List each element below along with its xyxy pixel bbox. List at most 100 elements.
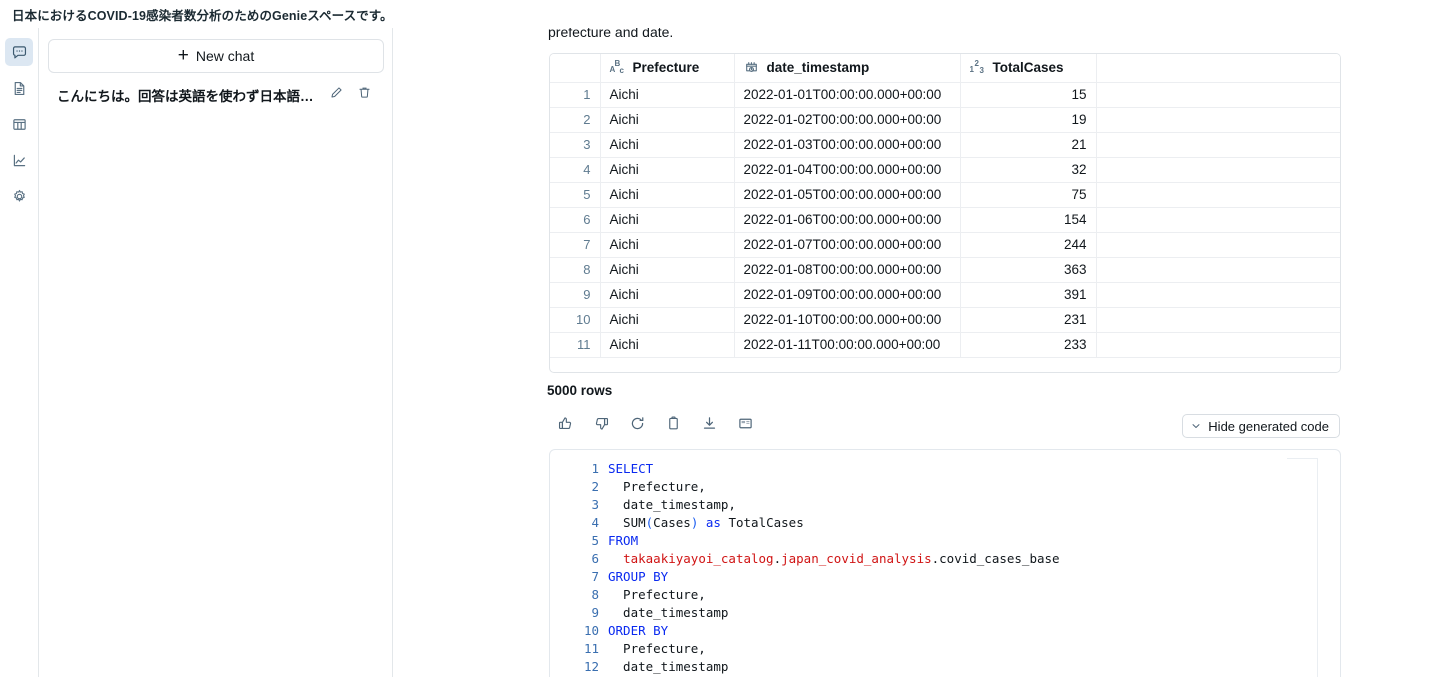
trash-icon (357, 85, 372, 105)
thumbs-up-button[interactable] (552, 413, 579, 439)
add-to-dashboard-button[interactable] (732, 413, 759, 439)
table-cell-idx: 2 (550, 107, 601, 133)
table-cell-ts: 2022-01-05T00:00:00.000+00:00 (734, 182, 961, 208)
answer-text: prefecture and date. (548, 28, 674, 40)
chart-icon (11, 152, 28, 169)
sidebar-item-chat[interactable] (5, 38, 33, 66)
code-line-number: 12 (583, 659, 599, 674)
sidebar-item-tables[interactable] (5, 110, 33, 138)
table-cell-filler (1096, 132, 1340, 158)
code-line-number: 9 (591, 605, 599, 620)
hide-generated-code-label: Hide generated code (1208, 418, 1329, 434)
plus-icon: + (177, 44, 189, 66)
table-cell-pref: Aichi (600, 182, 735, 208)
code-line-text: Prefecture, (608, 479, 706, 494)
sidebar-item-documents[interactable] (5, 74, 33, 102)
code-scrollbar[interactable] (1317, 458, 1318, 677)
table-icon (11, 116, 28, 133)
code-line-number: 5 (591, 533, 599, 548)
table-cell-ts: 2022-01-06T00:00:00.000+00:00 (734, 207, 961, 233)
delete-chat-button[interactable] (353, 84, 375, 106)
code-line: 6 takaakiyayoi_catalog.japan_covid_analy… (550, 550, 1312, 568)
table-cell-ts: 2022-01-04T00:00:00.000+00:00 (734, 157, 961, 183)
code-line: 9 date_timestamp (550, 604, 1312, 622)
retry-button[interactable] (624, 413, 651, 439)
code-line: 11 Prefecture, (550, 640, 1312, 658)
table-cell-pref: Aichi (600, 107, 735, 133)
new-chat-button[interactable]: + New chat (48, 39, 384, 73)
code-scroll-cap (1287, 458, 1318, 459)
download-icon (701, 415, 718, 437)
table-cell-ts: 2022-01-10T00:00:00.000+00:00 (734, 307, 961, 333)
code-line: 2 Prefecture, (550, 478, 1312, 496)
code-line-text: SELECT (608, 461, 654, 476)
thumbs-up-icon (557, 415, 574, 437)
table-cell-tot: 154 (960, 207, 1097, 233)
column-header-filler (1096, 54, 1340, 83)
code-line: 3 date_timestamp, (550, 496, 1312, 514)
column-header-date-timestamp[interactable]: date_timestamp (734, 54, 961, 83)
table-cell-idx: 6 (550, 207, 601, 233)
table-cell-pref: Aichi (600, 207, 735, 233)
table-cell-filler (1096, 207, 1340, 233)
code-line: 4 SUM(Cases) as TotalCases (550, 514, 1312, 532)
chevron-down-icon (1190, 420, 1202, 432)
code-line-text: Prefecture, (608, 641, 706, 656)
table-cell-idx: 3 (550, 132, 601, 158)
table-cell-idx: 7 (550, 232, 601, 258)
table-cell-idx: 4 (550, 157, 601, 183)
chat-item-label: こんにちは。回答は英語を使わず日本語で回... (57, 89, 319, 104)
thumbs-down-button[interactable] (588, 413, 615, 439)
table-cell-pref: Aichi (600, 232, 735, 258)
table-cell-idx: 5 (550, 182, 601, 208)
code-line-number: 8 (591, 587, 599, 602)
sidebar-item-charts[interactable] (5, 146, 33, 174)
code-line-number: 4 (591, 515, 599, 530)
chat-list-item[interactable]: こんにちは。回答は英語を使わず日本語で回... (48, 80, 384, 110)
table-cell-pref: Aichi (600, 157, 735, 183)
code-line-number: 2 (591, 479, 599, 494)
edit-chat-button[interactable] (325, 84, 347, 106)
table-cell-filler (1096, 157, 1340, 183)
hide-generated-code-button[interactable]: Hide generated code (1182, 414, 1340, 438)
sidebar-item-settings[interactable] (5, 182, 33, 210)
table-cell-filler (1096, 282, 1340, 308)
table-cell-idx: 8 (550, 257, 601, 283)
table-cell-filler (1096, 332, 1340, 358)
code-line: 1 SELECT (550, 460, 1312, 478)
table-cell-tot: 233 (960, 332, 1097, 358)
table-cell-idx: 9 (550, 282, 601, 308)
table-cell-ts: 2022-01-08T00:00:00.000+00:00 (734, 257, 961, 283)
table-cell-tot: 363 (960, 257, 1097, 283)
column-header-label: TotalCases (992, 60, 1064, 76)
table-cell-pref: Aichi (600, 257, 735, 283)
code-line-number: 6 (591, 551, 599, 566)
download-button[interactable] (696, 413, 723, 439)
gear-icon (11, 188, 28, 205)
code-line-number: 1 (591, 461, 599, 476)
table-cell-tot: 19 (960, 107, 1097, 133)
table-cell-ts: 2022-01-07T00:00:00.000+00:00 (734, 232, 961, 258)
copy-button[interactable] (660, 413, 687, 439)
